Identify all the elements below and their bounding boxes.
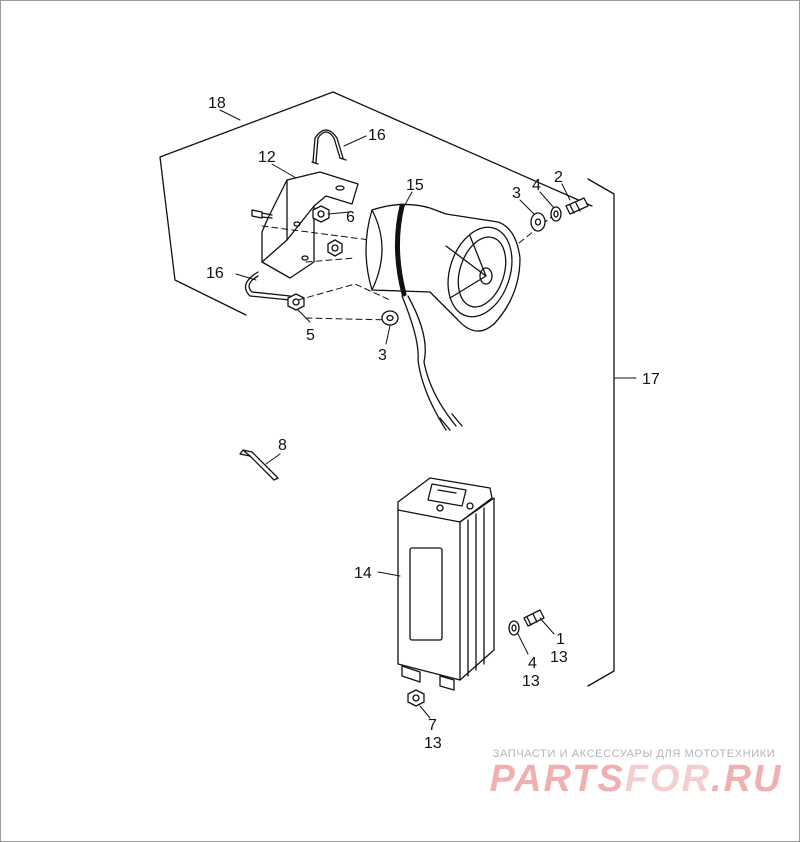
- lockwasher-4-upper: [550, 206, 562, 222]
- callout-12: 12: [258, 149, 276, 166]
- callout-13-a: 13: [550, 649, 568, 666]
- brand-tail: .RU: [711, 758, 783, 800]
- washer-4-lower: [508, 620, 520, 636]
- callout-13-c: 13: [424, 735, 442, 752]
- callout-1: 1: [556, 631, 565, 648]
- callout-14: 14: [354, 565, 372, 582]
- electronic-module: [397, 477, 495, 691]
- brand-accent: FOR: [624, 758, 712, 800]
- callout-16-lower: 16: [206, 265, 224, 282]
- watermark-brand: PARTSFOR.RU: [486, 758, 786, 801]
- watermark-tagline: ЗАПЧАСТИ И АКСЕССУАРЫ ДЛЯ МОТОТЕХНИКИ: [492, 748, 776, 760]
- callout-16-upper: 16: [368, 127, 386, 144]
- callout-3-upper: 3: [512, 185, 521, 202]
- cable-tie: [239, 449, 279, 481]
- callout-labels: 18 16 12 15 3 4 2 6 16 5 3 17 8 14 1 13 …: [206, 95, 660, 752]
- group-18-outline: [159, 91, 593, 316]
- bolt-left: [251, 209, 273, 219]
- callout-6: 6: [346, 209, 355, 226]
- callout-8: 8: [278, 437, 287, 454]
- callout-7: 7: [428, 717, 437, 734]
- callout-13-b: 13: [522, 673, 540, 690]
- callout-3-lower: 3: [378, 347, 387, 364]
- washer-3-lower: [381, 310, 399, 326]
- u-bolt-upper: [311, 129, 347, 165]
- brand-main: PARTS: [489, 758, 625, 800]
- nut-mid: [327, 239, 343, 257]
- nut-7: [407, 689, 425, 707]
- horn: [365, 203, 521, 332]
- callout-18: 18: [208, 95, 226, 112]
- screw-2: [565, 197, 589, 215]
- bolt-1: [523, 609, 545, 627]
- mounting-bracket: [261, 171, 359, 279]
- u-bolt-lower: [244, 271, 291, 301]
- washer-3-right: [530, 212, 546, 232]
- nut-5: [287, 293, 305, 311]
- callout-2: 2: [554, 169, 563, 186]
- callout-17: 17: [642, 371, 660, 388]
- group-17-bracket: [587, 178, 615, 687]
- callout-15: 15: [406, 177, 424, 194]
- horn-wires: [401, 295, 463, 431]
- nut-6: [312, 205, 330, 223]
- leader-lines: [219, 109, 637, 719]
- callout-5: 5: [306, 327, 315, 344]
- callout-4-lower: 4: [528, 655, 537, 672]
- callout-4-upper: 4: [532, 177, 541, 194]
